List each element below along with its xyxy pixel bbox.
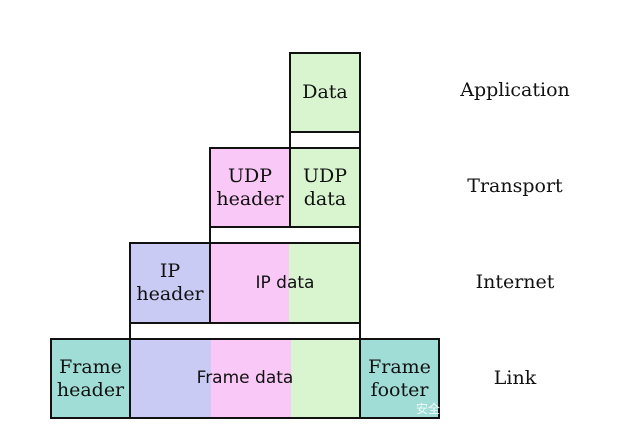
ip-data-udp-header-segment [211, 244, 289, 322]
udp-data-box: UDP data [289, 147, 361, 228]
frame-data-ip-header-segment [131, 340, 211, 417]
udp-header-label-line1: UDP [227, 164, 273, 187]
udp-header-box: UDP header [209, 147, 291, 228]
frame-data-udp-data-segment [291, 340, 359, 417]
ip-data-udp-data-segment [289, 244, 359, 322]
ip-data-label: IP data [255, 272, 315, 293]
frame-footer-box: Frame footer [359, 338, 440, 419]
application-data-box: Data [289, 52, 361, 133]
ip-data-box: IP data [209, 242, 361, 324]
udp-header-label-line2: header [216, 187, 284, 210]
frame-footer-label-line2: footer [370, 378, 429, 401]
ip-header-label-line2: header [136, 283, 204, 305]
udp-data-label-line2: data [303, 187, 347, 210]
layer-label-transport: Transport [467, 175, 563, 197]
frame-footer-label-line1: Frame [368, 355, 431, 378]
frame-data-box: Frame data [129, 338, 361, 419]
frame-data-udp-header-segment [211, 340, 291, 417]
watermark-text: 安全 [416, 402, 441, 416]
frame-header-label-line2: header [56, 378, 125, 401]
ip-header-box: IP header [129, 242, 211, 324]
application-data-label: Data [302, 81, 348, 104]
layer-label-application: Application [460, 79, 570, 101]
udp-data-label: UDP data [291, 149, 359, 226]
udp-header-label: UDP header [211, 149, 289, 226]
layer-label-internet: Internet [475, 271, 555, 293]
ip-header-label-line1: IP [159, 260, 181, 283]
layer-label-link: Link [493, 367, 537, 389]
udp-data-label-line1: UDP [302, 164, 348, 187]
frame-footer-label: Frame footer [361, 340, 438, 417]
frame-data-label: Frame data [196, 368, 294, 389]
frame-header-box: Frame header [50, 338, 131, 419]
ip-header-label: IP header [131, 244, 209, 322]
frame-header-label: Frame header [52, 340, 129, 417]
frame-header-label-line1: Frame [59, 355, 122, 378]
